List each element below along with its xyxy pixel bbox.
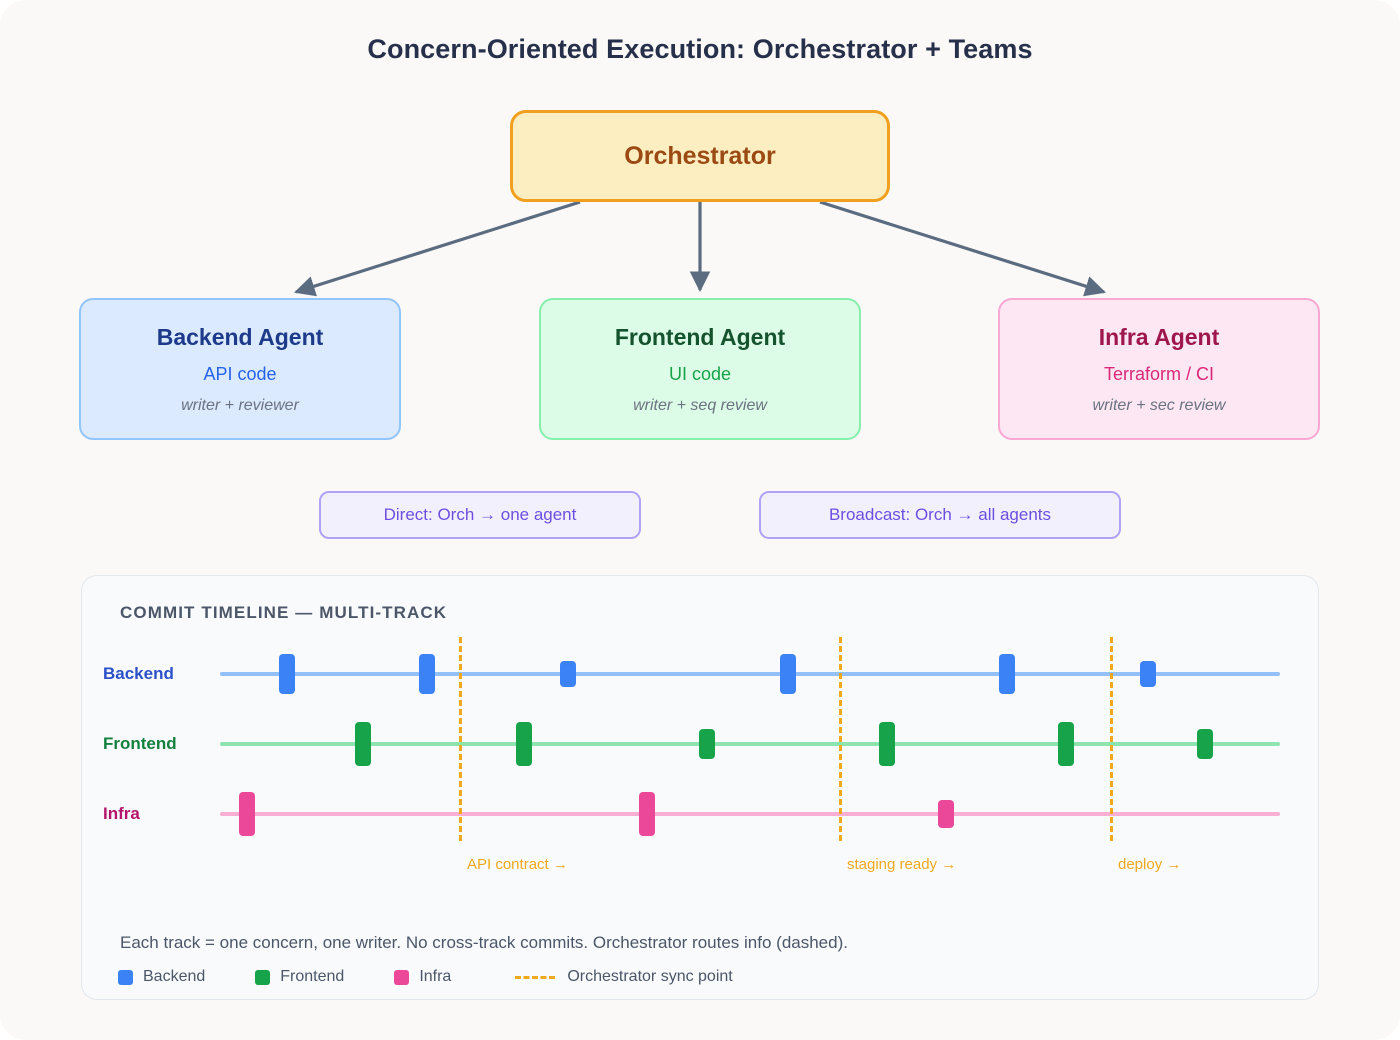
sync-point-label: deploy → [1118,856,1182,873]
agent-node-backend[interactable]: Backend Agent API code writer + reviewer [79,298,401,440]
orchestrator-node[interactable]: Orchestrator [510,110,890,202]
legend-label: Backend [143,968,206,985]
agent-scope: UI code [668,363,732,384]
commit-marker[interactable] [999,654,1015,694]
legend-label: Frontend [280,968,345,985]
commit-marker[interactable] [1140,661,1156,687]
legend-label: Infra [419,968,452,985]
commit-marker[interactable] [699,729,715,759]
agent-scope: API code [203,363,277,384]
commit-marker[interactable] [355,722,371,766]
legend-item: Frontend [255,968,344,986]
legend-color-swatch [118,969,133,985]
agent-mode: writer + reviewer [181,396,299,414]
track-label-frontend: Frontend [103,734,177,753]
page-title: Concern-Oriented Execution: Orchestrator… [367,34,1033,64]
agent-mode: writer + seq review [633,396,767,414]
agent-node-infra[interactable]: Infra Agent Terraform / CI writer + sec … [998,298,1320,440]
sync-dashed-line [839,637,842,841]
legend-color-swatch [255,969,271,985]
agent-name: Frontend Agent [614,323,786,350]
commit-marker[interactable] [1058,722,1074,766]
commit-marker[interactable] [560,661,576,687]
track-label-infra: Infra [103,804,140,823]
commit-marker[interactable] [279,654,295,694]
timeline-caption: Each track = one concern, one writer. No… [120,933,848,952]
legend-item: Backend [118,968,205,986]
chip-direct[interactable]: Direct: Orch → one agent [319,491,641,539]
sync-dashed-line [1110,637,1113,841]
track-line-backend [220,672,1280,676]
timeline-heading: COMMIT TIMELINE — MULTI-TRACK [120,603,448,622]
legend-color-swatch [394,969,410,985]
orchestrator-label: Orchestrator [624,141,776,170]
agent-node-frontend[interactable]: Frontend Agent UI code writer + seq revi… [539,298,861,440]
track-line-frontend [220,742,1280,746]
agent-name: Infra Agent [1098,323,1220,350]
commit-marker[interactable] [419,654,435,694]
legend-label: Orchestrator sync point [567,968,733,985]
legend-item: Infra [394,968,451,986]
commit-marker[interactable] [780,654,796,694]
commit-marker[interactable] [938,800,954,828]
legend-dash-swatch [515,975,556,979]
track-label-backend: Backend [103,664,174,683]
sync-point-label: staging ready → [847,856,957,873]
timeline-legend: Backend Frontend Infra Orchestrator sync po… [118,968,783,986]
sync-dashed-line [459,637,462,841]
arrow-orch-to-infra [819,200,1106,297]
commit-marker[interactable] [639,792,655,836]
sync-point-label: API contract → [467,856,568,873]
commit-marker[interactable] [879,722,895,766]
commit-marker[interactable] [516,722,532,766]
arrow-orch-to-backend [294,200,581,297]
commit-marker[interactable] [239,792,255,836]
chip-broadcast[interactable]: Broadcast: Orch → all agents [759,491,1121,539]
legend-item: Orchestrator sync point [515,968,733,986]
agent-name: Backend Agent [156,323,324,350]
commit-marker[interactable] [1197,729,1213,759]
agent-scope: Terraform / CI [1103,363,1214,384]
track-line-infra [220,812,1280,816]
agent-mode: writer + sec review [1092,396,1226,414]
